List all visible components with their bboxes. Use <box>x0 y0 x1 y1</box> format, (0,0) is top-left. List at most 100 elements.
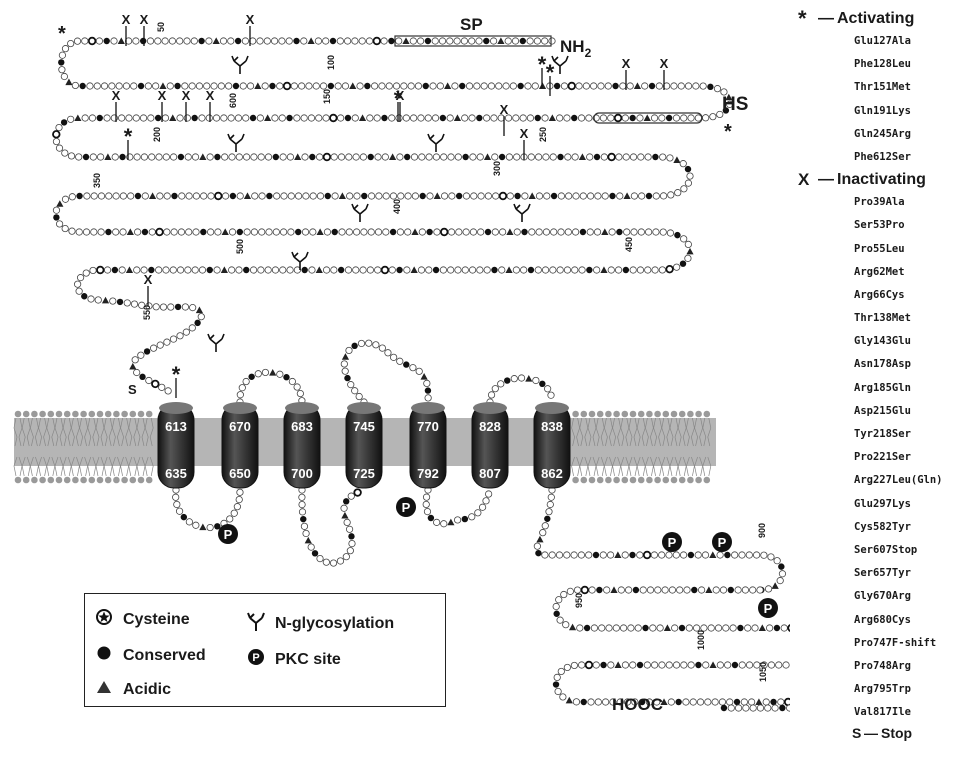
residue <box>638 154 644 160</box>
residue <box>288 229 294 235</box>
residue <box>739 662 745 668</box>
residue <box>589 587 595 593</box>
residue-conserved <box>600 662 606 668</box>
residue-cysteine <box>500 193 507 200</box>
residue-acidic <box>664 624 671 631</box>
residue <box>768 554 774 560</box>
residue-cysteine <box>608 154 615 161</box>
residue <box>532 83 538 89</box>
residue-conserved <box>539 381 545 387</box>
residue-conserved <box>544 516 550 522</box>
residue <box>717 662 723 668</box>
residue <box>374 115 380 121</box>
residue-conserved <box>117 299 123 305</box>
inactivating-header: X — Inactivating <box>798 169 978 191</box>
residue <box>730 625 736 631</box>
residue-conserved <box>652 154 658 160</box>
residue <box>685 255 691 261</box>
residue <box>76 154 82 160</box>
residue <box>264 38 270 44</box>
residue-conserved <box>390 229 396 235</box>
residue <box>456 229 462 235</box>
residue-conserved <box>629 115 635 121</box>
residue <box>719 699 725 705</box>
residue <box>753 552 759 558</box>
residue <box>455 267 461 273</box>
lipid-head <box>679 477 686 484</box>
residue <box>786 705 790 711</box>
residue <box>608 662 614 668</box>
residue <box>308 544 314 550</box>
lipid-head <box>56 477 63 484</box>
lipid-head <box>630 411 637 418</box>
residue <box>273 229 279 235</box>
residue <box>572 229 578 235</box>
residue <box>645 154 651 160</box>
residue <box>618 587 624 593</box>
residue <box>383 229 389 235</box>
residue-acidic <box>317 228 324 235</box>
residue <box>104 267 110 273</box>
lipid-head <box>113 411 120 418</box>
residue <box>331 154 337 160</box>
residue <box>96 38 102 44</box>
residue <box>186 229 192 235</box>
mutation-item: Arg227Leu(Gln) <box>798 469 978 492</box>
lipid-head <box>80 477 87 484</box>
residue <box>765 586 771 592</box>
residue <box>82 115 88 121</box>
legend-n-glycosylation-label: N-glycosylation <box>275 615 394 633</box>
mutation-item: Cys582Tyr <box>798 516 978 539</box>
residue <box>313 83 319 89</box>
residue-conserved <box>695 662 701 668</box>
residue <box>631 193 637 199</box>
residue <box>557 267 563 273</box>
lipid-head <box>48 477 55 484</box>
residue <box>478 193 484 199</box>
lipid-head <box>663 477 670 484</box>
nh2-label: NH2 <box>560 37 592 60</box>
residue <box>348 493 354 499</box>
tm-end-residue: 807 <box>479 466 501 481</box>
residue <box>120 193 126 199</box>
tm-helix-cap <box>223 402 257 414</box>
residue <box>353 229 359 235</box>
residue <box>83 229 89 235</box>
residue <box>631 229 637 235</box>
residue <box>528 154 534 160</box>
residue <box>257 38 263 44</box>
residue <box>346 193 352 199</box>
residue <box>123 83 129 89</box>
residue <box>550 267 556 273</box>
lipid-head <box>622 477 629 484</box>
lipid-head <box>605 477 612 484</box>
residue-conserved <box>248 374 254 380</box>
residue-conserved <box>586 267 592 273</box>
residue <box>590 83 596 89</box>
residue <box>373 342 379 348</box>
residue <box>717 552 723 558</box>
residue <box>715 625 721 631</box>
lipid-head <box>581 477 588 484</box>
residue <box>441 193 447 199</box>
residue <box>273 193 279 199</box>
residue <box>106 193 112 199</box>
residue <box>514 154 520 160</box>
residue-conserved <box>351 343 357 349</box>
residue <box>588 699 594 705</box>
residue <box>163 154 169 160</box>
tm-start-residue: 745 <box>353 419 375 434</box>
residue <box>357 83 363 89</box>
residue <box>673 115 679 121</box>
residue-conserved <box>330 38 336 44</box>
residue <box>62 225 68 231</box>
residue <box>605 83 611 89</box>
residue <box>556 552 562 558</box>
residue-conserved <box>104 38 110 44</box>
residue <box>317 555 323 561</box>
residue <box>221 115 227 121</box>
residue <box>374 267 380 273</box>
mutation-item: Thr151Met <box>798 76 978 99</box>
mutation-item: Pro39Ala <box>798 191 978 214</box>
residue <box>53 207 59 213</box>
